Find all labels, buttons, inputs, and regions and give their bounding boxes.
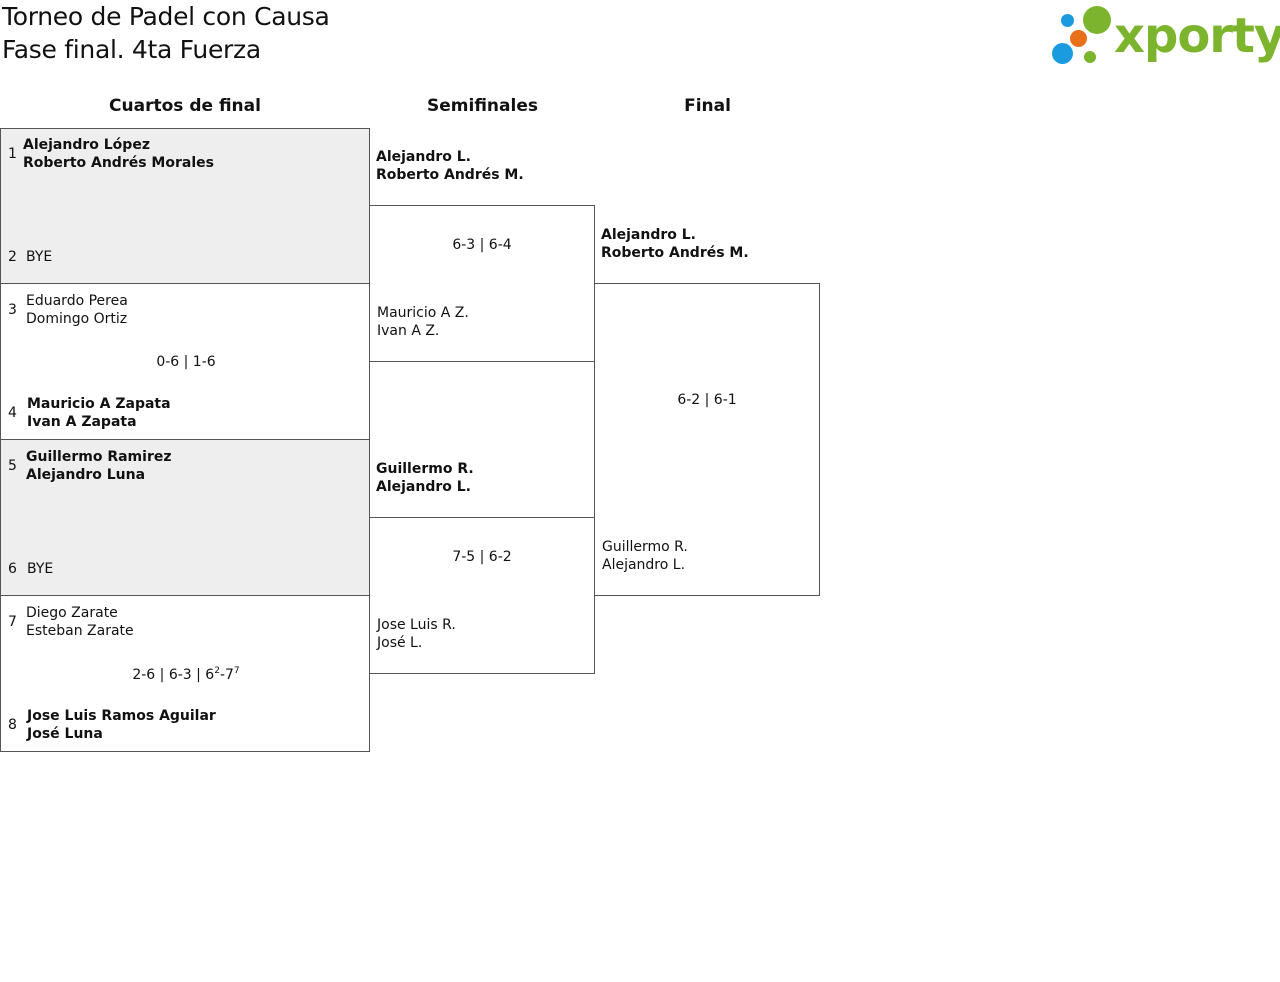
seed-number: 8 bbox=[8, 717, 17, 733]
qf-match-4: 7 Diego Zarate Esteban Zarate 2-6 | 6-3 … bbox=[0, 595, 370, 752]
player-name: Domingo Ortiz bbox=[26, 311, 128, 327]
seed-number: 6 bbox=[8, 561, 17, 577]
player-name: Alejandro L. bbox=[376, 149, 471, 165]
player-name: Guillermo R. bbox=[602, 539, 688, 555]
player-name: Mauricio A Z. bbox=[377, 305, 469, 321]
logo-wordmark: xporty bbox=[1114, 8, 1280, 64]
player-name: Roberto Andrés M. bbox=[601, 245, 749, 261]
team-entry: BYE bbox=[27, 560, 53, 578]
player-name: Alejandro L. bbox=[376, 479, 471, 495]
player-name: Alejandro L. bbox=[602, 557, 686, 573]
qf-match-2: 3 Eduardo Perea Domingo Ortiz 0-6 | 1-6 … bbox=[0, 283, 370, 440]
xporty-logo: xporty bbox=[1050, 4, 1280, 66]
player-name: BYE bbox=[27, 561, 54, 577]
tiebreak-score: 7 bbox=[233, 666, 240, 676]
player-name: Jose Luis Ramos Aguilar bbox=[27, 708, 216, 724]
player-name: Alejandro L. bbox=[601, 227, 696, 243]
qf-match-3: 5 Guillermo Ramirez Alejandro Luna 6 BYE bbox=[0, 439, 370, 596]
player-name: Guillermo Ramirez bbox=[26, 449, 172, 465]
player-name: Eduardo Perea bbox=[26, 293, 128, 309]
team-entry: Mauricio A Zapata Ivan A Zapata bbox=[27, 395, 171, 431]
tiebreak-score: 2 bbox=[214, 666, 220, 676]
player-name: Guillermo R. bbox=[376, 461, 474, 477]
player-name: Mauricio A Zapata bbox=[27, 396, 171, 412]
team-entry: Alejandro López Roberto Andrés Morales bbox=[23, 136, 214, 172]
player-name: José L. bbox=[377, 635, 423, 651]
seed-number: 1 bbox=[8, 146, 17, 162]
tournament-title: Torneo de Padel con Causa bbox=[2, 2, 330, 31]
team-entry: Mauricio A Z. Ivan A Z. bbox=[377, 304, 469, 340]
seed-number: 3 bbox=[8, 302, 17, 318]
logo-dot-green-big bbox=[1083, 6, 1111, 34]
match-score: 6-2 | 6-1 bbox=[677, 392, 737, 408]
player-name: Ivan A Zapata bbox=[27, 414, 137, 430]
match-score: 7-5 | 6-2 bbox=[452, 549, 512, 565]
qf-match-1: 1 Alejandro López Roberto Andrés Morales… bbox=[0, 128, 370, 284]
team-entry: Diego Zarate Esteban Zarate bbox=[26, 604, 134, 640]
player-name: Jose Luis R. bbox=[377, 617, 456, 633]
match-score: 6-3 | 6-4 bbox=[452, 237, 512, 253]
team-entry: Guillermo R. Alejandro L. bbox=[376, 460, 474, 496]
score-sets: -7 bbox=[219, 667, 234, 683]
player-name: Alejandro Luna bbox=[26, 467, 146, 483]
team-entry: Eduardo Perea Domingo Ortiz bbox=[26, 292, 128, 328]
phase-subtitle: Fase final. 4ta Fuerza bbox=[2, 35, 261, 64]
team-entry: Alejandro L. Roberto Andrés M. bbox=[376, 148, 524, 184]
sf-match-2: 7-5 | 6-2 Jose Luis R. José L. bbox=[369, 517, 595, 674]
final-match: 6-2 | 6-1 Guillermo R. Alejandro L. bbox=[594, 283, 820, 596]
round-heading-final: Final bbox=[684, 96, 731, 116]
score-sets: 2-6 | 6-3 | 6 bbox=[132, 667, 215, 683]
player-name: BYE bbox=[26, 249, 53, 265]
logo-dot-green-small bbox=[1084, 51, 1096, 63]
player-name: Roberto Andrés Morales bbox=[23, 155, 214, 171]
team-entry: Jose Luis R. José L. bbox=[377, 616, 456, 652]
player-name: Ivan A Z. bbox=[377, 323, 440, 339]
seed-number: 4 bbox=[8, 405, 17, 421]
team-entry: Jose Luis Ramos Aguilar José Luna bbox=[27, 707, 216, 743]
team-entry: Guillermo Ramirez Alejandro Luna bbox=[26, 448, 172, 484]
player-name: Roberto Andrés M. bbox=[376, 167, 524, 183]
team-entry: Guillermo R. Alejandro L. bbox=[602, 538, 688, 574]
logo-dot-blue-bottom bbox=[1052, 43, 1073, 64]
player-name: Diego Zarate bbox=[26, 605, 118, 621]
logo-dot-orange bbox=[1070, 30, 1087, 47]
player-name: José Luna bbox=[27, 726, 103, 742]
logo-dot-blue-top bbox=[1061, 14, 1074, 27]
team-entry: BYE bbox=[26, 248, 52, 266]
match-score: 2-6 | 6-3 | 62-77 bbox=[1, 666, 371, 683]
round-heading-quarterfinals: Cuartos de final bbox=[109, 96, 261, 116]
seed-number: 5 bbox=[8, 458, 17, 474]
match-score: 0-6 | 1-6 bbox=[156, 354, 216, 370]
player-name: Esteban Zarate bbox=[26, 623, 134, 639]
seed-number: 7 bbox=[8, 614, 17, 630]
sf-match-1: 6-3 | 6-4 Mauricio A Z. Ivan A Z. bbox=[369, 205, 595, 362]
player-name: Alejandro López bbox=[23, 137, 150, 153]
team-entry: Alejandro L. Roberto Andrés M. bbox=[601, 226, 749, 262]
round-heading-semifinals: Semifinales bbox=[427, 96, 538, 116]
seed-number: 2 bbox=[8, 249, 17, 265]
